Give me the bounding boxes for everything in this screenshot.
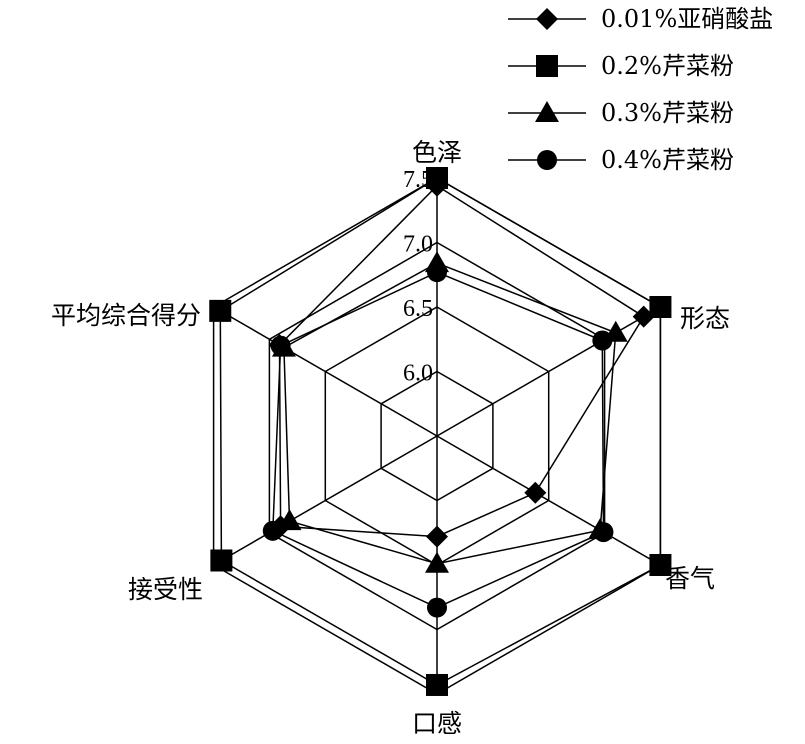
data-point-1-1 xyxy=(649,296,672,318)
legend-marker-0 xyxy=(536,8,558,30)
data-point-0-1 xyxy=(632,305,655,328)
legend-label: 0.3%芹菜粉 xyxy=(601,99,734,127)
data-point-3-4 xyxy=(262,520,283,541)
data-point-0-2 xyxy=(524,481,547,504)
axis-label: 口感 xyxy=(412,709,462,738)
legend-item-3: 0.4%芹菜粉 xyxy=(508,146,734,174)
spoke-4 xyxy=(213,435,438,566)
series-layer xyxy=(209,167,672,696)
data-point-2-4 xyxy=(277,509,302,531)
data-point-3-3 xyxy=(427,597,447,618)
spoke-1 xyxy=(436,306,661,437)
series-0 xyxy=(268,174,655,548)
tick-label: 7.0 xyxy=(403,232,433,258)
series-1 xyxy=(209,167,672,696)
data-point-1-2 xyxy=(649,554,672,576)
legend-marker-2 xyxy=(535,101,559,122)
tick-label: 6.5 xyxy=(403,296,433,322)
legend-item-0: 0.01%亚硝酸盐 xyxy=(508,5,773,33)
legend: 0.01%亚硝酸盐 0.2%芹菜粉 0.3%芹菜粉 0.4%芹菜粉 xyxy=(508,5,773,174)
legend-item-2: 0.3%芹菜粉 xyxy=(508,99,734,127)
axis-label: 色泽 xyxy=(412,138,462,167)
data-point-1-4 xyxy=(210,549,233,572)
axis-label: 平均综合得分 xyxy=(51,301,201,330)
series-line-0 xyxy=(278,184,645,538)
data-point-3-2 xyxy=(593,522,614,543)
legend-marker-1 xyxy=(536,55,558,77)
legend-item-1: 0.2%芹菜粉 xyxy=(508,52,734,80)
axis-label: 形态 xyxy=(680,304,730,333)
data-point-3-0 xyxy=(427,262,447,283)
series-3 xyxy=(262,262,614,618)
legend-label: 0.2%芹菜粉 xyxy=(601,52,734,80)
data-point-1-5 xyxy=(209,299,232,322)
data-point-3-5 xyxy=(270,335,291,356)
data-point-3-1 xyxy=(592,330,613,351)
series-line-2 xyxy=(283,262,617,565)
data-point-1-0 xyxy=(426,167,448,189)
axis-label: 接受性 xyxy=(128,575,203,604)
tick-label: 6.0 xyxy=(403,361,433,387)
legend-label: 0.4%芹菜粉 xyxy=(601,146,734,174)
spoke-5 xyxy=(213,306,438,437)
data-point-1-3 xyxy=(426,673,448,696)
legend-label: 0.01%亚硝酸盐 xyxy=(601,5,773,33)
axis-label: 香气 xyxy=(665,564,715,593)
spoke-2 xyxy=(436,435,661,566)
legend-marker-3 xyxy=(537,150,557,170)
data-point-0-3 xyxy=(426,525,448,548)
data-point-2-3 xyxy=(425,551,449,573)
